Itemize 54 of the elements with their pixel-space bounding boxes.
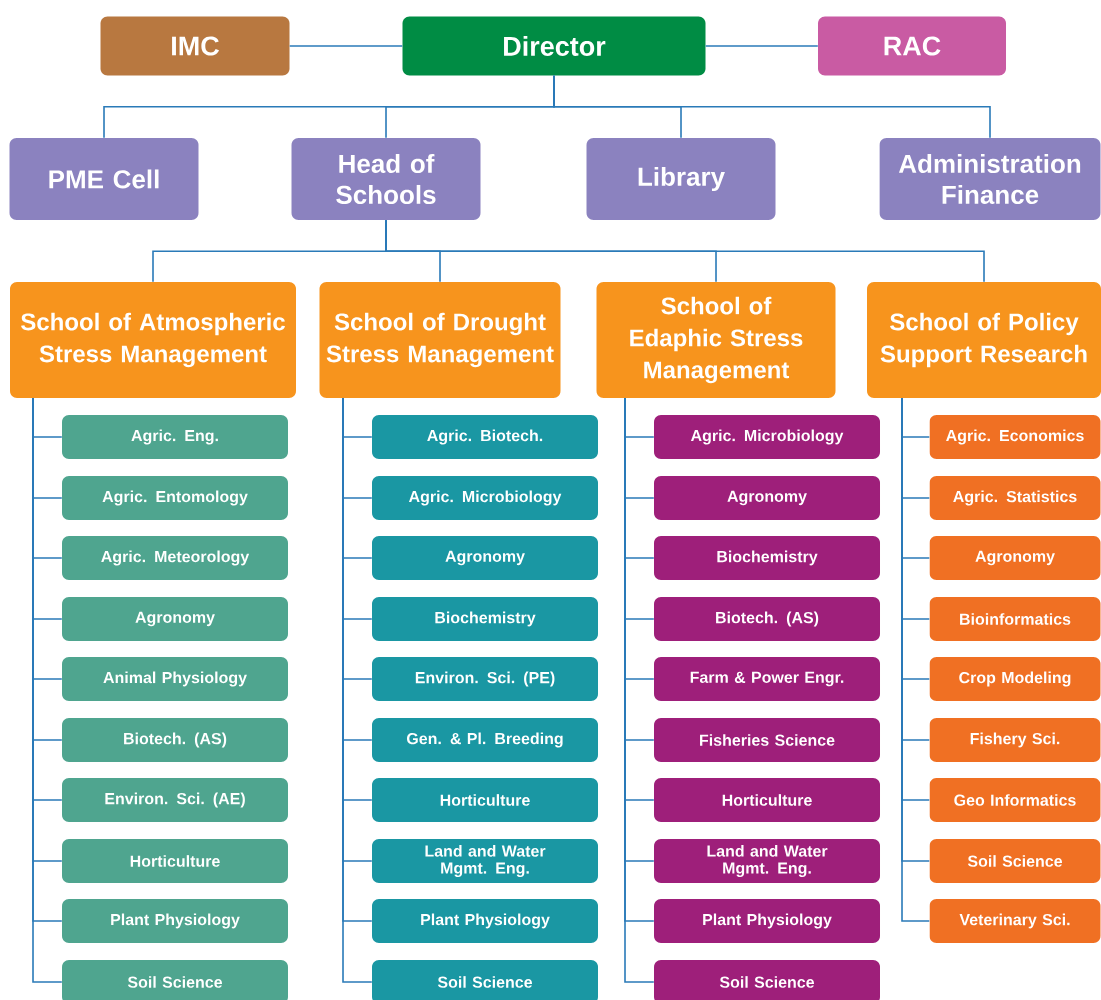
department-box: Agronomy [372, 536, 598, 580]
top-box: IMC [100, 16, 290, 76]
department-box: Plant Physiology [372, 899, 598, 943]
unit-box: Head of Schools [291, 138, 481, 220]
department-box: Agric. Eng. [62, 415, 288, 459]
department-box: Agronomy [929, 536, 1101, 580]
school-box: School of Atmospheric Stress Management [10, 282, 296, 398]
department-box: Environ. Sci. (AE) [62, 778, 288, 822]
top-box: Director [402, 16, 706, 76]
department-box: Land and Water Mgmt. Eng. [372, 839, 598, 883]
department-box: Soil Science [62, 960, 288, 1000]
department-box: Soil Science [929, 839, 1101, 883]
unit-box: Administration Finance [879, 138, 1101, 220]
department-box: Agric. Entomology [62, 476, 288, 520]
department-box: Bioinformatics [929, 597, 1101, 641]
department-box: Animal Physiology [62, 657, 288, 701]
department-box: Agric. Microbiology [372, 476, 598, 520]
department-box: Soil Science [372, 960, 598, 1000]
connector-line [288, 45, 404, 47]
department-box: Agric. Meteorology [62, 536, 288, 580]
department-box: Gen. & Pl. Breeding [372, 718, 598, 762]
school-box: School of Edaphic Stress Management [596, 282, 836, 398]
school-box: School of Policy Support Research [867, 282, 1101, 398]
connector-line [385, 219, 985, 283]
department-box: Agronomy [62, 597, 288, 641]
department-box: Land and Water Mgmt. Eng. [654, 839, 880, 883]
unit-box: PME Cell [9, 138, 199, 220]
department-box: Crop Modeling [929, 657, 1101, 701]
department-box: Farm & Power Engr. [654, 657, 880, 701]
department-box: Horticulture [62, 839, 288, 883]
department-box: Veterinary Sci. [929, 899, 1101, 943]
department-box: Environ. Sci. (PE) [372, 657, 598, 701]
department-box: Agric. Statistics [929, 476, 1101, 520]
department-box: Agric. Biotech. [372, 415, 598, 459]
department-box: Soil Science [654, 960, 880, 1000]
unit-box: Library [586, 138, 776, 220]
department-box: Agric. Microbiology [654, 415, 880, 459]
department-box: Biochemistry [372, 597, 598, 641]
department-box: Fisheries Science [654, 718, 880, 762]
department-box: Biotech. (AS) [62, 718, 288, 762]
department-box: Agronomy [654, 476, 880, 520]
school-box: School of Drought Stress Management [319, 282, 561, 398]
top-box: RAC [818, 16, 1006, 76]
department-box: Plant Physiology [62, 899, 288, 943]
department-box: Biochemistry [654, 536, 880, 580]
connector-line [553, 74, 991, 139]
department-box: Horticulture [372, 778, 598, 822]
connector-line [704, 45, 819, 47]
department-box: Horticulture [654, 778, 880, 822]
department-box: Fishery Sci. [929, 718, 1101, 762]
department-box: Geo Informatics [929, 778, 1101, 822]
department-box: Plant Physiology [654, 899, 880, 943]
department-box: Agric. Economics [929, 415, 1101, 459]
department-box: Biotech. (AS) [654, 597, 880, 641]
